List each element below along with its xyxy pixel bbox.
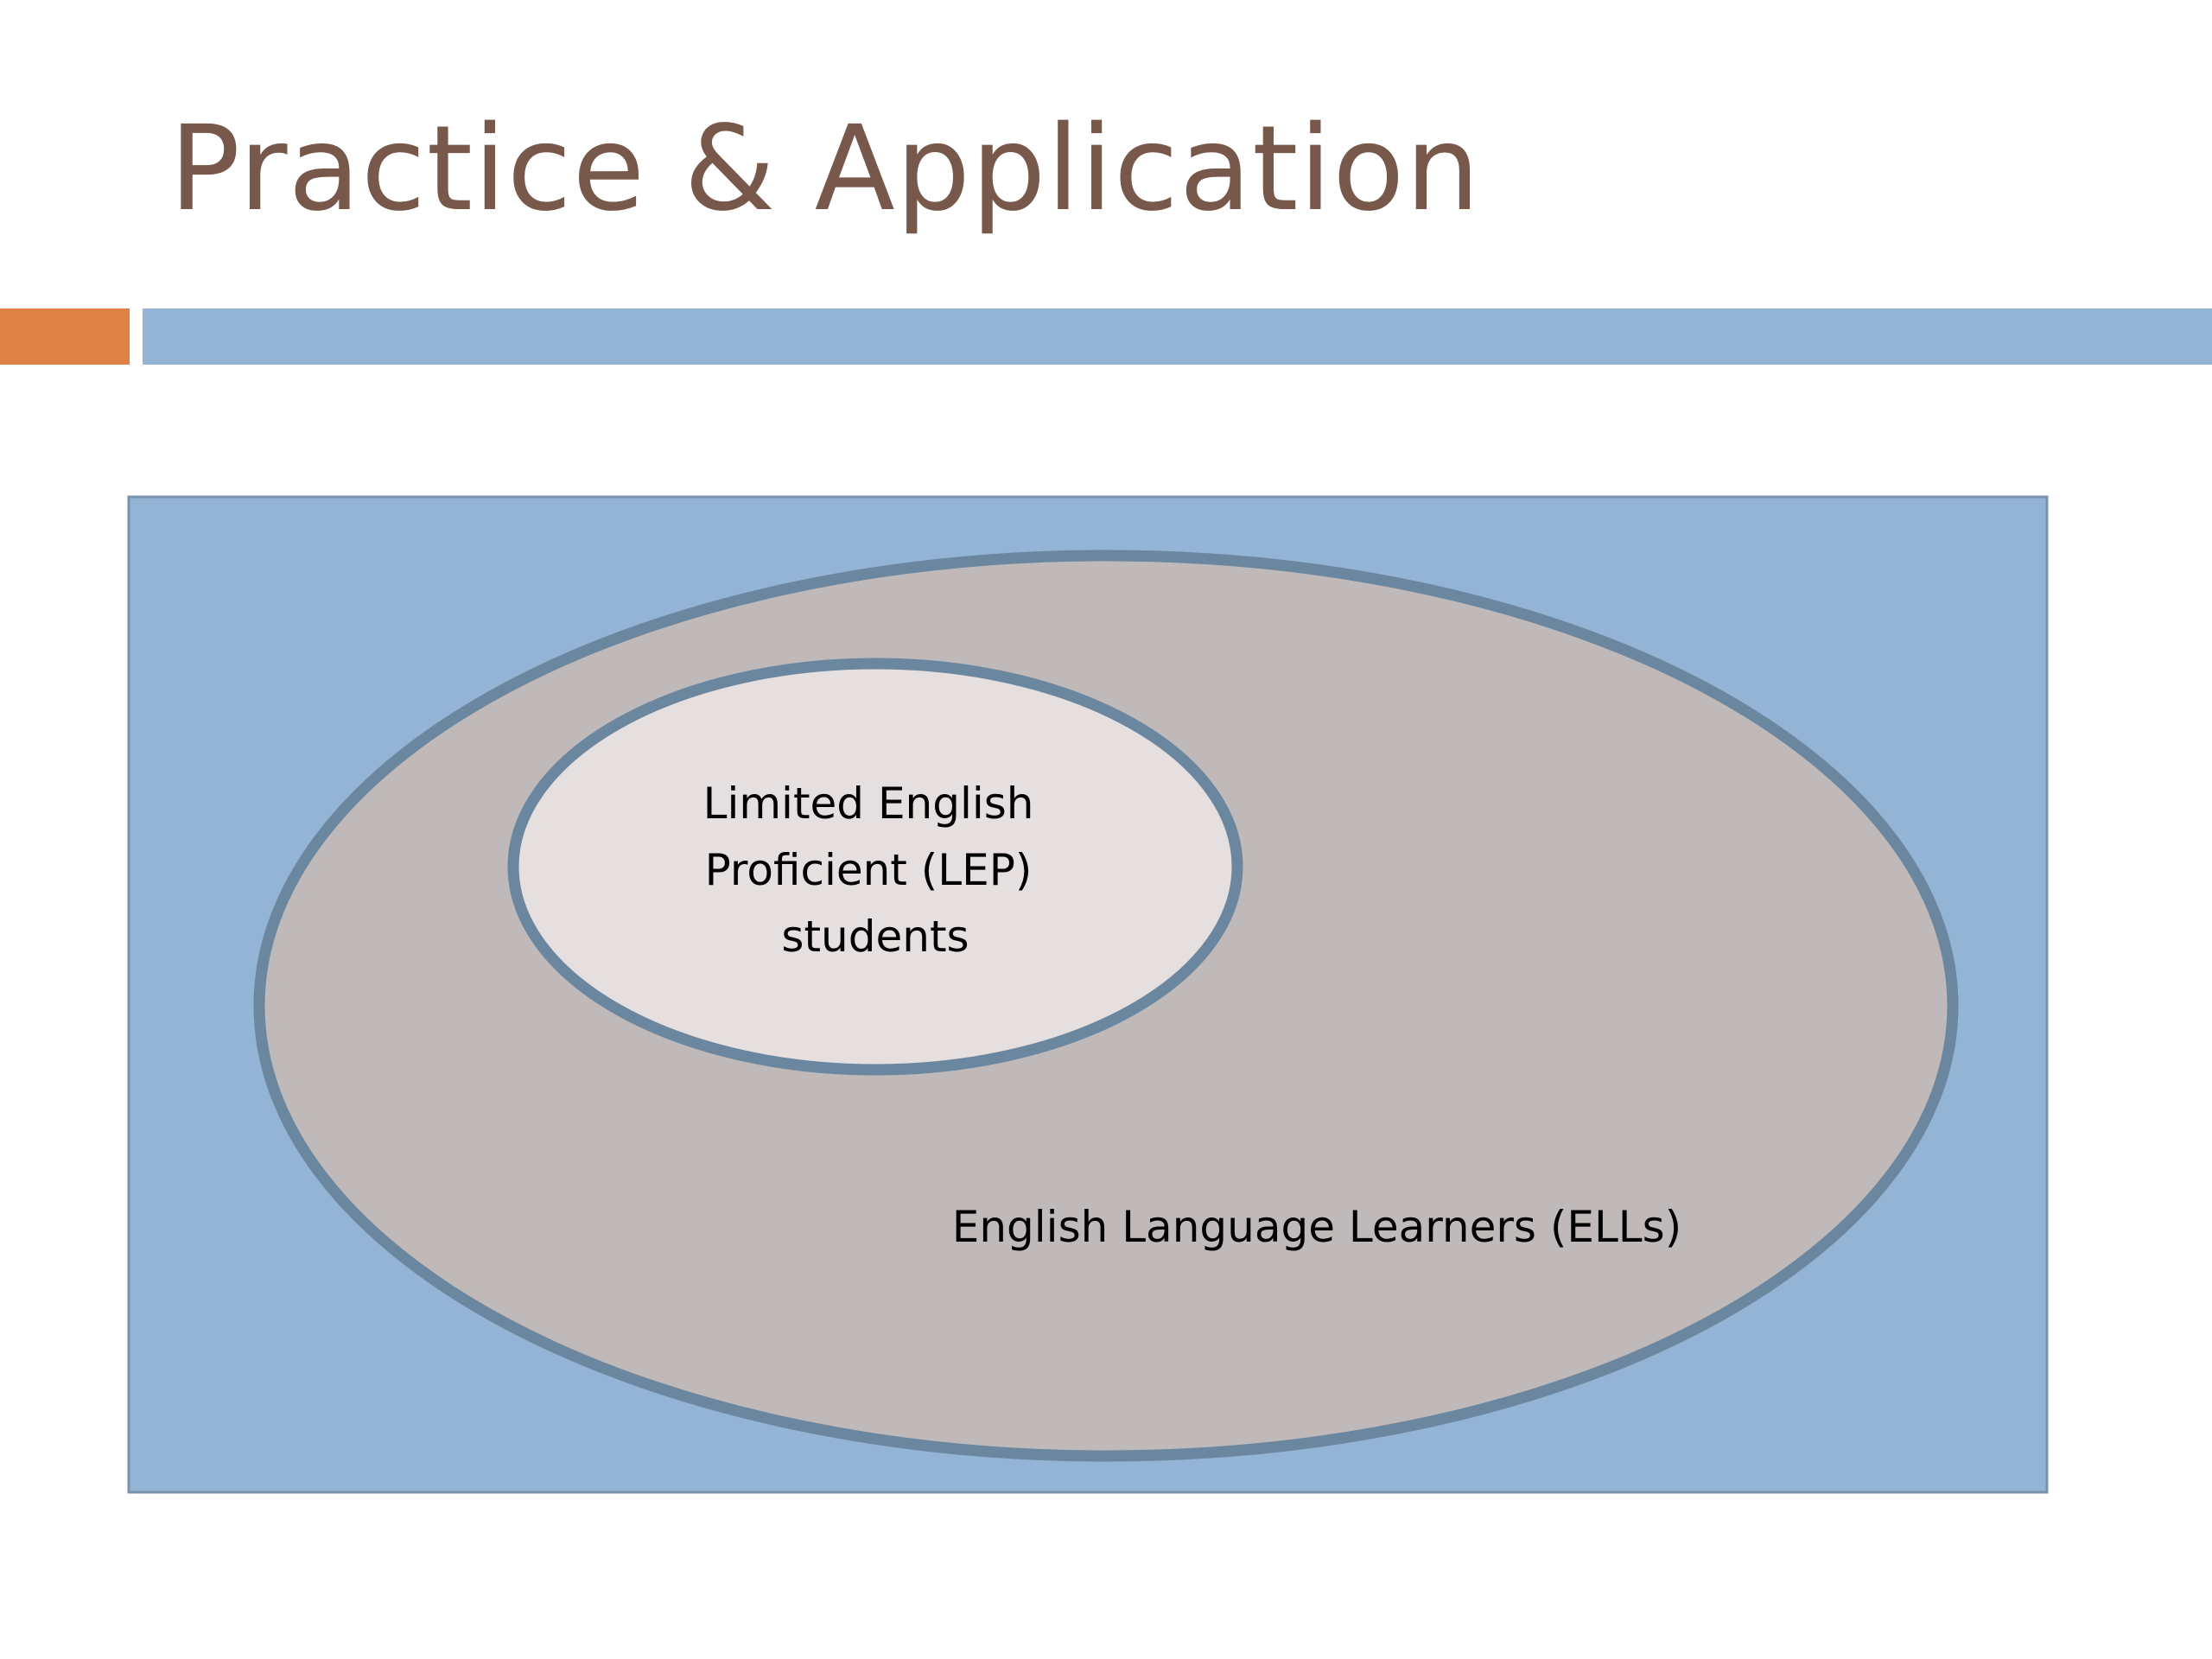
- lep-label-line: students: [781, 912, 969, 962]
- slide-title: Practice & Application: [169, 101, 1481, 238]
- ells-label: English Language Learners (ELLs): [952, 1202, 1681, 1252]
- lep-ellipse: [507, 658, 1243, 1076]
- title-rule-accent: [0, 308, 130, 365]
- lep-label-line: Limited English: [703, 779, 1034, 829]
- lep-label: Limited English Proficient (LEP) student…: [703, 779, 1048, 962]
- lep-label-line: Proficient (LEP): [705, 845, 1033, 895]
- title-rule-bar: [143, 308, 2212, 365]
